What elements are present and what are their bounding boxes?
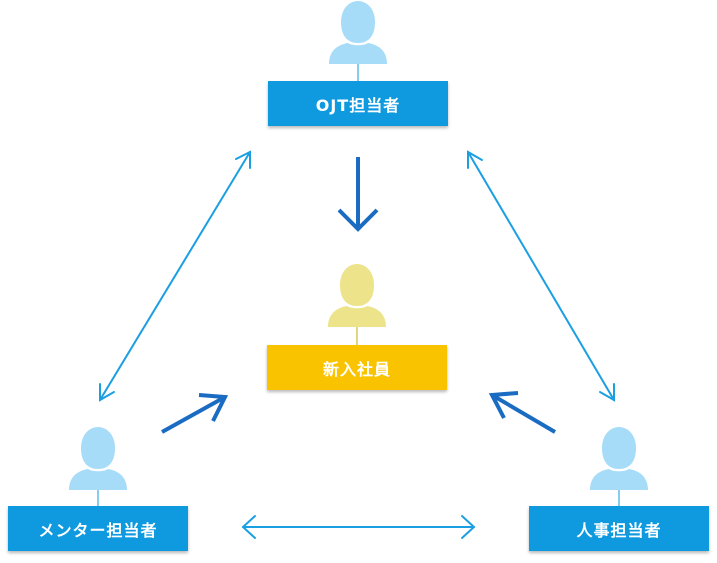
hr-role-label: 人事担当者 xyxy=(576,520,662,540)
hr-role-box: 人事担当者 xyxy=(529,506,709,551)
ojt-hr-double-arrow xyxy=(467,150,615,402)
ojt-role-label: OJT担当者 xyxy=(315,95,401,115)
ojt-mentor-double-arrow xyxy=(99,150,251,402)
ojt-to-new-arrow xyxy=(337,157,379,232)
mentor-person-icon xyxy=(69,427,127,490)
mentor-role-box: メンター担当者 xyxy=(8,506,188,551)
mentor-hr-double-arrow xyxy=(241,515,476,539)
ojt-person-icon xyxy=(329,1,387,64)
mentor-role-label: メンター担当者 xyxy=(38,520,158,540)
new-employee-role-box: 新入社員 xyxy=(267,345,447,390)
new-employee-role-label: 新入社員 xyxy=(322,359,391,379)
ojt-role-box: OJT担当者 xyxy=(268,81,448,126)
mentor-to-new-arrow xyxy=(161,393,229,434)
new-employee-person-icon xyxy=(328,264,386,327)
hr-to-new-arrow xyxy=(488,391,557,434)
hr-person-icon xyxy=(590,427,648,490)
